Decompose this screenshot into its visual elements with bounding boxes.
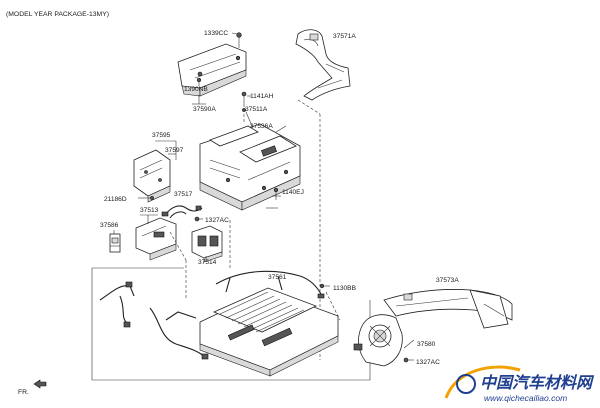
- watermark-logo: 中国汽车材料网 www.qichecailiao.com: [444, 365, 595, 403]
- label-1140ej: 1140EJ: [282, 189, 304, 196]
- watermark-globe-icon: [456, 374, 476, 394]
- bolt-1327ac-upper-icon: [194, 216, 200, 222]
- label-37514: 37514: [198, 259, 217, 266]
- bracket-37597-part: [133, 149, 171, 203]
- watermark-title: 中国汽车材料网: [480, 373, 595, 392]
- label-37571a: 37571A: [333, 33, 356, 40]
- duct-37573a-part: [383, 289, 513, 329]
- label-37517: 37517: [174, 191, 193, 198]
- label-37561: 37561: [268, 274, 287, 281]
- battery-cells: [219, 291, 305, 347]
- module-37514-part: [191, 225, 223, 263]
- label-37536a: 37536A: [250, 123, 273, 130]
- bolt-1130bb-icon: [319, 283, 325, 289]
- battery-cover-37536a-part: [199, 123, 301, 211]
- bolt-1141ah-icon: [241, 91, 247, 97]
- label-1327ac-lower: 1327AC: [416, 359, 440, 366]
- label-37580: 37580: [417, 341, 436, 348]
- label-37586: 37586: [100, 222, 119, 229]
- label-37513: 37513: [140, 207, 159, 214]
- label-1339cc: 1339CC: [204, 30, 228, 37]
- bolt-1327ac-lower-icon: [403, 357, 409, 363]
- front-marker-label: FR.: [18, 389, 29, 396]
- label-1130bb: 1130BB: [333, 285, 357, 292]
- watermark-swoosh-icon: [444, 365, 521, 399]
- front-arrow-icon: [33, 379, 47, 389]
- label-37511a: 37511A: [245, 106, 268, 113]
- module-37513-part: [135, 217, 177, 261]
- watermark-url: www.qichecailiao.com: [484, 393, 567, 403]
- label-37573a: 37573A: [436, 277, 459, 284]
- bolt-1339cc-icon: [236, 32, 242, 38]
- harness-37517-part: [161, 205, 203, 219]
- bolt-1140ej-icon: [273, 187, 279, 193]
- nut-1390nb-icon: [196, 77, 202, 83]
- label-1327ac-upper: 1327AC: [205, 217, 229, 224]
- battery-tray-37561-part: [199, 270, 339, 377]
- label-1390nb: 1390NB: [184, 86, 208, 93]
- blower-37580-part: [353, 314, 403, 367]
- label-37590a: 37590A: [193, 106, 216, 113]
- label-37595: 37595: [152, 132, 171, 139]
- bracket-37590a-part: [177, 43, 247, 97]
- lower-harness-part: [99, 281, 209, 360]
- label-1141ah: 1141AH: [250, 93, 274, 100]
- model-year-note: (MODEL YEAR PACKAGE-13MY): [6, 11, 109, 18]
- connector-37586-part: [109, 233, 121, 253]
- label-37597: 37597: [165, 147, 184, 154]
- label-21186d: 21186D: [104, 196, 127, 203]
- bolt-21186d-icon: [150, 196, 154, 200]
- duct-37571a-part: [295, 29, 351, 101]
